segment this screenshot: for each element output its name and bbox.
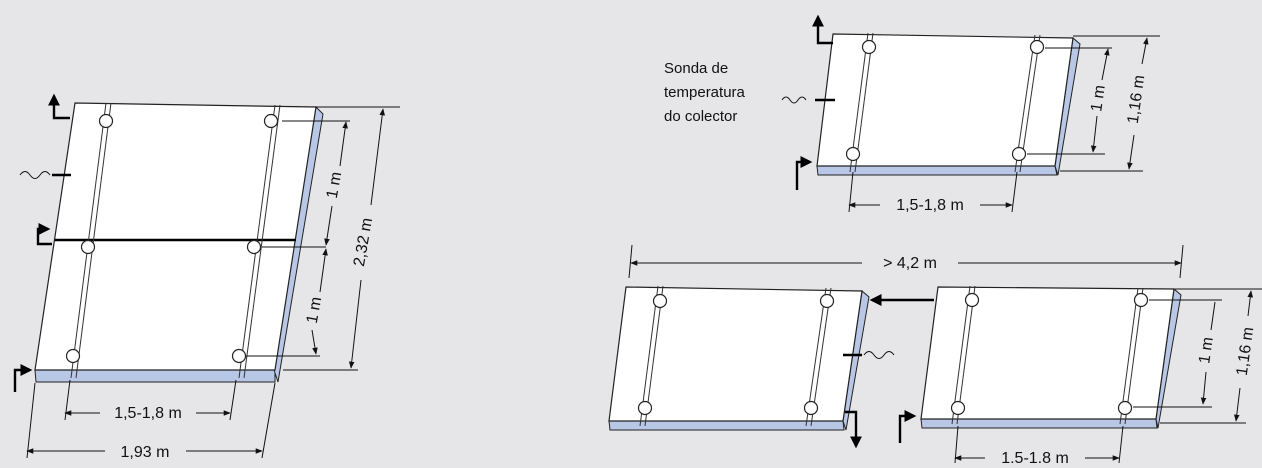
total-length-label: > 4,2 m [883,255,937,272]
bottom-height-outer-label: 1,16 m [1234,326,1258,377]
tr-height-outer-label: 1,16 m [1125,74,1149,125]
panel-b-face [920,286,1175,420]
middle-arrow [36,223,52,246]
connector [246,239,262,255]
bottom-width-label: 1,5-1,8 m [1001,450,1069,463]
connector [98,113,114,129]
connector [65,348,81,364]
probe-wire [781,96,807,104]
bottom-height-inner-label: 1 m [1196,336,1217,365]
connector [637,400,653,416]
connector [845,146,861,162]
probe-label-line3: do colector [664,108,737,125]
left-height-total-label: 2,32 m [351,217,376,268]
probe-label-line1: Sonda de [664,60,728,77]
left-width-outer-label: 1,93 m [121,444,170,461]
probe-label-line2: temperatura [664,84,746,101]
connector [80,239,96,255]
connector [1117,400,1133,416]
connector [1029,39,1045,55]
panel-a-bottom-edge [608,420,845,431]
inlet-arrow [13,364,33,392]
tr-height-inner-label: 1 m [1088,84,1109,113]
top-right-collector: Sonda de temperatura do colector 1 m 1,1… [664,14,1160,214]
left-panel-face [34,102,317,371]
connector [231,348,247,364]
inlet-arrow [898,410,917,443]
connector [819,293,835,309]
inlet-arrow [795,156,813,190]
connector [861,39,877,55]
outlet-arrow [48,93,70,120]
tr-width-label: 1,5-1,8 m [896,197,964,214]
connector [263,113,279,129]
bottom-collectors: > 4,2 m [608,244,1262,467]
left-height-upper-label: 1 m [324,171,345,200]
connector [950,400,966,416]
tr-panel-face [816,33,1074,167]
outlet-arrow [812,14,833,45]
left-width-inner-label: 1,5-1,8 m [114,405,182,422]
connector [803,400,819,416]
left-height-lower-label: 1 m [304,296,325,325]
panel-a-face [608,286,863,422]
connector [964,292,980,308]
probe-wire [863,351,895,359]
connector [652,293,668,309]
outlet-arrow [845,410,862,449]
probe-wire [19,171,51,179]
left-collector: 1,5-1,8 m 1,93 m 1 m 1 m 2,32 m [13,93,400,461]
connector [1011,146,1027,162]
panel-b-bottom-edge [920,418,1158,429]
connector [1133,292,1149,308]
